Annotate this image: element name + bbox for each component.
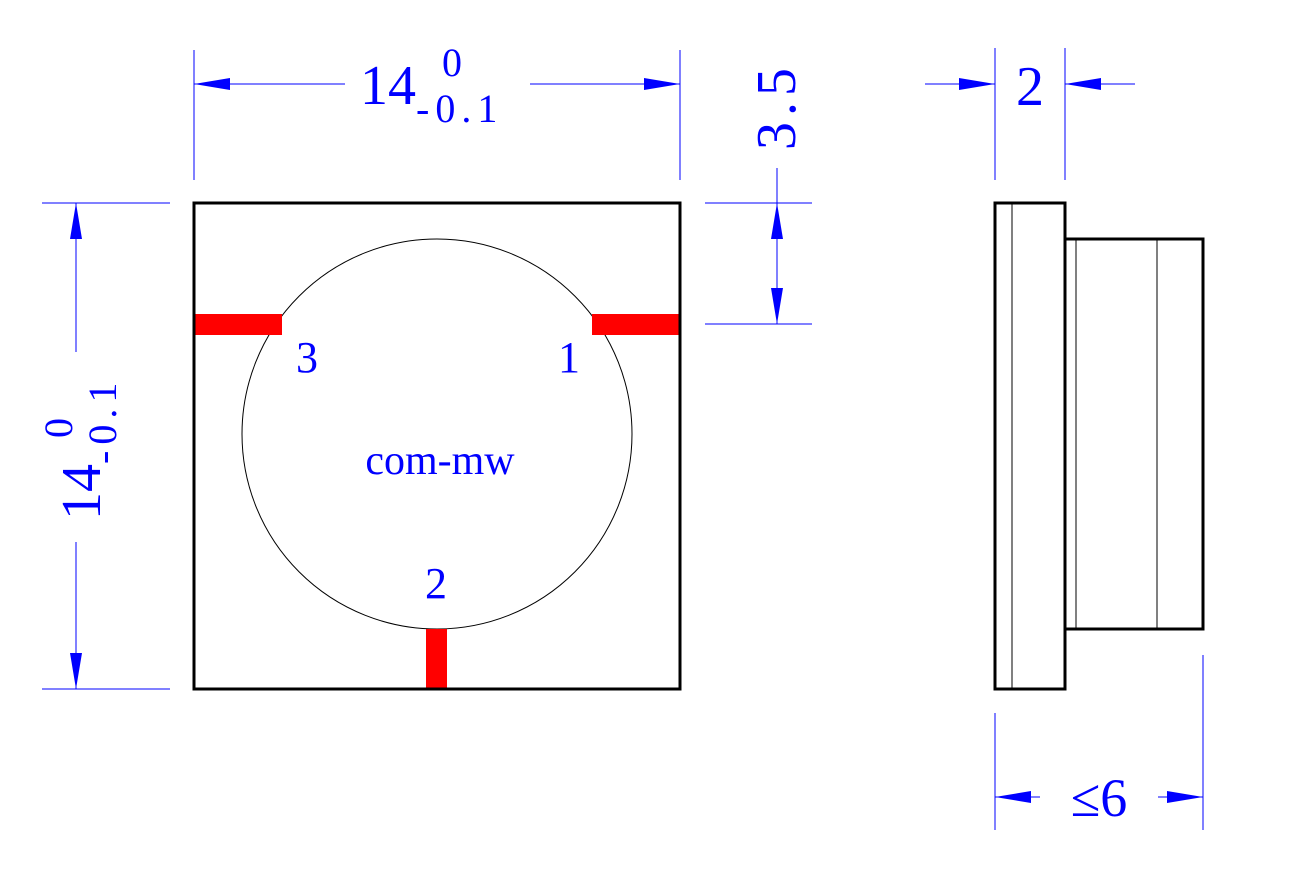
port1-label: 1	[558, 333, 580, 382]
flange-outline	[993, 201, 1067, 691]
side-view	[993, 201, 1205, 691]
port-offset-dimension: 3.5	[705, 62, 812, 325]
height-upper-tolerance: 0	[36, 418, 81, 438]
flange-thickness-value: 2	[1016, 56, 1044, 118]
width-dimension: 14 0 -0.1	[193, 40, 681, 180]
front-view: 1 2 3 com-mw	[192, 201, 682, 691]
height-dimension: 14 0 -0.1	[36, 202, 170, 690]
total-height-value: ≤6	[1071, 768, 1128, 828]
port2-stripline	[426, 629, 447, 689]
flange-thickness-dimension: 2	[925, 48, 1135, 180]
housing-outline	[192, 201, 682, 691]
width-upper-tolerance: 0	[442, 40, 462, 85]
body-outline	[1063, 237, 1205, 631]
width-nominal: 14	[360, 55, 416, 117]
port1-stripline	[592, 314, 680, 335]
brand-label: com-mw	[365, 438, 515, 484]
total-height-dimension: ≤6	[994, 655, 1204, 830]
width-lower-tolerance: -0.1	[416, 86, 503, 131]
port3-label: 3	[296, 333, 318, 382]
port-offset-value: 3.5	[746, 62, 808, 150]
port2-label: 2	[425, 559, 447, 608]
port3-stripline	[194, 314, 282, 335]
height-nominal: 14	[51, 464, 113, 520]
height-lower-tolerance: -0.1	[80, 377, 125, 464]
